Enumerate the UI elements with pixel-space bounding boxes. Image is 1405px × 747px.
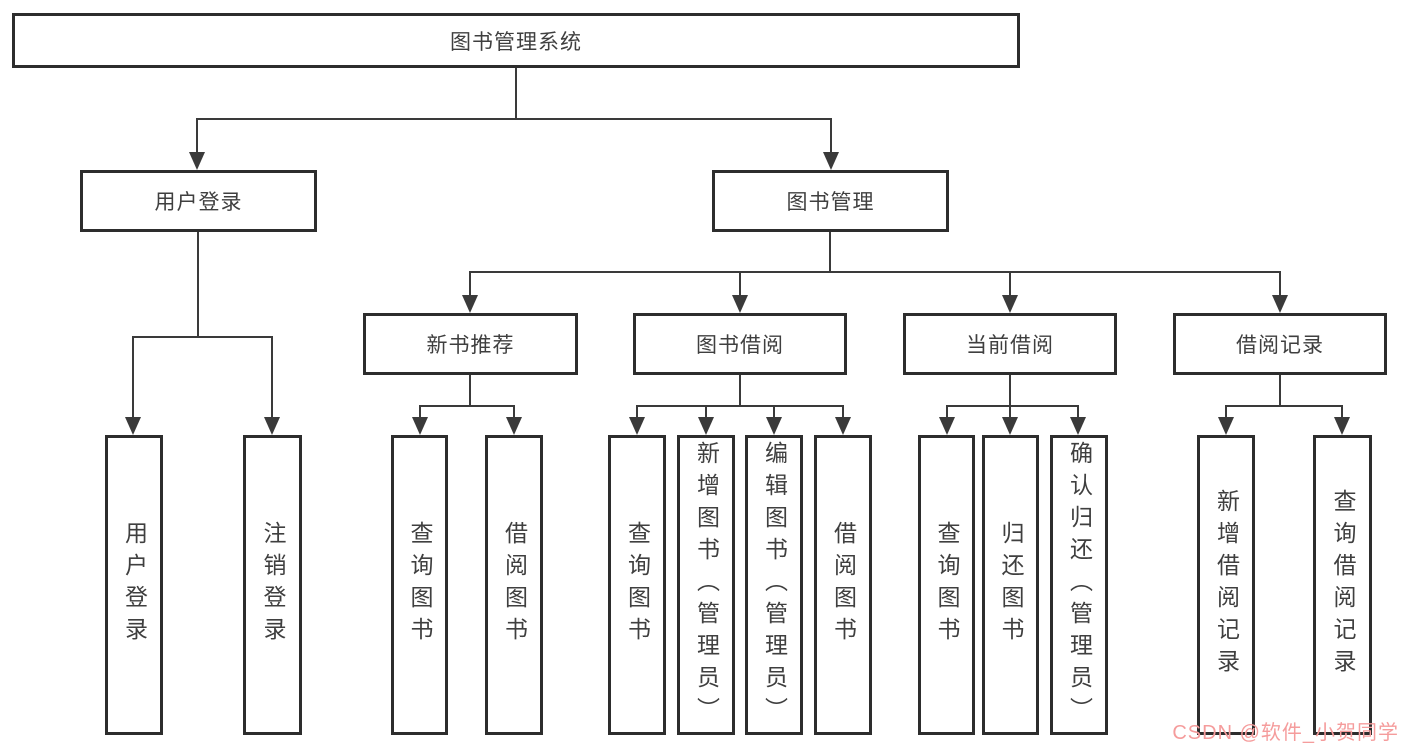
connector-drop-book-management (830, 118, 832, 152)
connector-drop-level3 (1009, 271, 1011, 295)
arrowhead-down-icon (766, 417, 782, 435)
connector-records-stem (1279, 375, 1281, 406)
node-label: 当前借阅 (966, 334, 1054, 357)
arrowhead-down-icon (698, 417, 714, 435)
connector-drop-level3 (469, 271, 471, 295)
leaf-query-books-recommend: 查询图书 (391, 435, 448, 735)
leaf-label: 确认归还（管理员） (1066, 441, 1093, 729)
leaf-borrow-books-borrowing: 借阅图书 (814, 435, 872, 735)
connector-current-stem (1009, 375, 1011, 406)
csdn-watermark: CSDN @软件_小贺同学 (1172, 722, 1399, 744)
leaf-query-books-borrowing: 查询图书 (608, 435, 666, 735)
leaf-label: 借阅图书 (830, 521, 857, 649)
connector-drop-leaf (419, 405, 421, 417)
connector-drop-leaf (271, 336, 273, 417)
leaf-label: 编辑图书（管理员） (761, 441, 788, 729)
node-book-borrowing: 图书借阅 (633, 313, 847, 375)
arrowhead-down-icon (939, 417, 955, 435)
leaf-label: 查询图书 (934, 521, 960, 649)
connector-drop-level3 (739, 271, 741, 295)
connector-book-management-stem (829, 232, 831, 272)
arrowhead-down-icon (1334, 417, 1350, 435)
leaf-label: 新增借阅记录 (1213, 489, 1240, 681)
connector-drop-leaf (1341, 405, 1343, 417)
arrowhead-down-icon (264, 417, 280, 435)
leaf-label: 新增图书（管理员） (693, 441, 720, 729)
arrowhead-down-icon (462, 295, 478, 313)
connector-recommend-stem (469, 375, 471, 406)
leaf-borrow-books-recommend: 借阅图书 (485, 435, 543, 735)
connector-borrowing-stem (739, 375, 741, 406)
arrowhead-down-icon (1272, 295, 1288, 313)
connector-user-login-bar (133, 336, 273, 338)
leaf-label: 注销登录 (260, 521, 286, 649)
node-new-book-recommend: 新书推荐 (363, 313, 578, 375)
arrowhead-down-icon (732, 295, 748, 313)
node-user-login: 用户登录 (80, 170, 317, 232)
connector-drop-leaf (705, 405, 707, 417)
arrowhead-down-icon (629, 417, 645, 435)
connector-level3-bar (470, 271, 1281, 273)
arrowhead-down-icon (412, 417, 428, 435)
connector-drop-leaf (132, 336, 134, 417)
leaf-add-book-admin: 新增图书（管理员） (677, 435, 735, 735)
leaf-label: 查询图书 (624, 521, 651, 649)
node-borrowing-records: 借阅记录 (1173, 313, 1387, 375)
connector-drop-leaf (1077, 405, 1079, 417)
arrowhead-down-icon (125, 417, 141, 435)
node-label: 借阅记录 (1236, 334, 1324, 357)
node-label: 新书推荐 (426, 334, 515, 357)
connector-level1-bar (197, 118, 832, 120)
leaf-query-borrow-record: 查询借阅记录 (1313, 435, 1372, 735)
leaf-query-books-current: 查询图书 (918, 435, 975, 735)
connector-drop-leaf (842, 405, 844, 417)
connector-recommend-bar (420, 405, 515, 407)
connector-current-bar (947, 405, 1079, 407)
connector-drop-leaf (1225, 405, 1227, 417)
connector-user-login-stem (197, 232, 199, 337)
node-book-management: 图书管理 (712, 170, 949, 232)
connector-drop-leaf (1009, 405, 1011, 417)
connector-drop-leaf (773, 405, 775, 417)
leaf-user-login: 用户登录 (105, 435, 163, 735)
arrowhead-down-icon (1002, 295, 1018, 313)
arrowhead-down-icon (835, 417, 851, 435)
node-root: 图书管理系统 (12, 13, 1020, 68)
connector-records-bar (1226, 405, 1342, 407)
node-label: 图书借阅 (696, 334, 784, 357)
arrowhead-down-icon (823, 152, 839, 170)
leaf-confirm-return-admin: 确认归还（管理员） (1050, 435, 1108, 735)
connector-root-stem (515, 68, 517, 119)
leaf-label: 用户登录 (121, 521, 148, 649)
leaf-logout: 注销登录 (243, 435, 302, 735)
connector-drop-leaf (946, 405, 948, 417)
connector-drop-level3 (1279, 271, 1281, 295)
leaf-label: 查询图书 (407, 521, 433, 649)
leaf-edit-book-admin: 编辑图书（管理员） (745, 435, 803, 735)
leaf-label: 查询借阅记录 (1330, 489, 1356, 681)
leaf-add-borrow-record: 新增借阅记录 (1197, 435, 1255, 735)
connector-drop-user-login (196, 118, 198, 152)
node-label: 图书管理 (786, 191, 875, 214)
arrowhead-down-icon (1218, 417, 1234, 435)
arrowhead-down-icon (189, 152, 205, 170)
leaf-label: 借阅图书 (501, 521, 528, 649)
arrowhead-down-icon (1002, 417, 1018, 435)
connector-borrowing-bar (637, 405, 844, 407)
node-current-borrowing: 当前借阅 (903, 313, 1117, 375)
connector-drop-leaf (636, 405, 638, 417)
arrowhead-down-icon (506, 417, 522, 435)
connector-drop-leaf (513, 405, 515, 417)
leaf-label: 归还图书 (998, 521, 1024, 649)
leaf-return-book: 归还图书 (982, 435, 1039, 735)
node-label: 图书管理系统 (450, 30, 582, 54)
arrowhead-down-icon (1070, 417, 1086, 435)
node-label: 用户登录 (154, 191, 243, 214)
